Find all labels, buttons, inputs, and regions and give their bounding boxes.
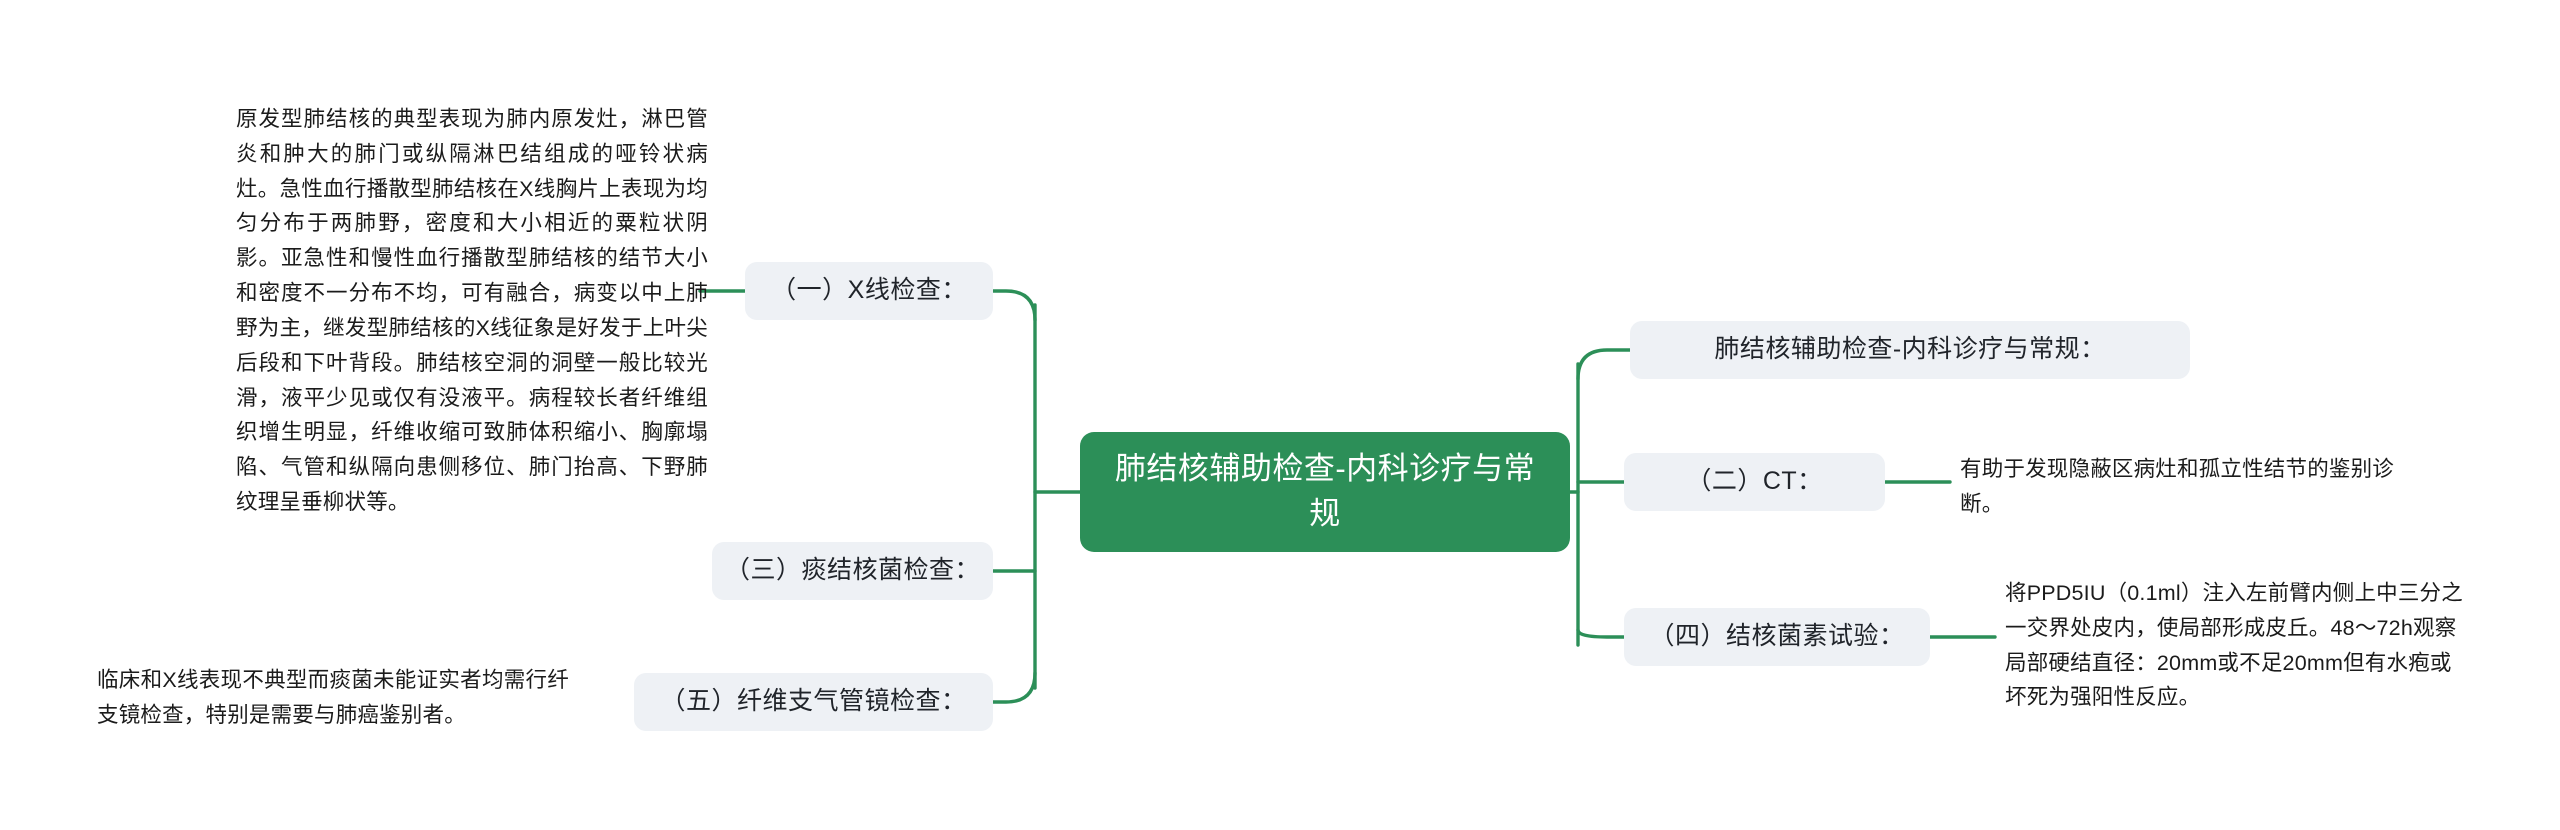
leaf-text-ct: 有助于发现隐蔽区病灶和孤立性结节的鉴别诊断。	[1960, 457, 2395, 516]
branch-node-ct[interactable]: （二）CT：	[1624, 453, 1885, 511]
branch-node-fiberoptic-bronchoscopy[interactable]: （五）纤维支气管镜检查：	[634, 673, 993, 731]
branch-node-fiberoptic-bronchoscopy-label: （五）纤维支气管镜检查：	[660, 687, 967, 716]
branch-node-sputum-tb-bacillus-label: （三）痰结核菌检查：	[724, 556, 980, 585]
branch-node-sputum-tb-bacillus[interactable]: （三）痰结核菌检查：	[712, 542, 993, 600]
leaf-text-fiberoptic-bronchoscopy: 临床和X线表现不典型而痰菌未能证实者均需行纤支镜检查，特别是需要与肺癌鉴别者。	[97, 668, 569, 727]
branch-node-x-ray[interactable]: （一）X线检查：	[745, 262, 993, 320]
root-node-label: 肺结核辅助检查-内科诊疗与常规	[1114, 451, 1536, 531]
branch-node-tuberculin-test[interactable]: （四）结核菌素试验：	[1624, 608, 1930, 666]
branch-node-tuberculin-test-label: （四）结核菌素试验：	[1649, 622, 1905, 651]
root-node[interactable]: 肺结核辅助检查-内科诊疗与常规	[1080, 432, 1570, 552]
leaf-text-x-ray: 原发型肺结核的典型表现为肺内原发灶，淋巴管炎和肿大的肺门或纵隔淋巴结组成的哑铃状…	[236, 107, 708, 515]
right-elbow-overview	[1576, 348, 1632, 381]
leaf-text-tuberculin-test: 将PPD5IU（0.1ml）注入左前臂内侧上中三分之一交界处皮内，使局部形成皮丘…	[2005, 581, 2463, 710]
right-elbow-tuberculin	[1576, 628, 1626, 639]
branch-node-x-ray-label: （一）X线检查：	[771, 276, 967, 305]
branch-node-overview[interactable]: 肺结核辅助检查-内科诊疗与常规：	[1630, 321, 2190, 379]
branch-node-ct-label: （二）CT：	[1686, 467, 1823, 496]
branch-node-overview-label: 肺结核辅助检查-内科诊疗与常规：	[1714, 335, 2106, 364]
